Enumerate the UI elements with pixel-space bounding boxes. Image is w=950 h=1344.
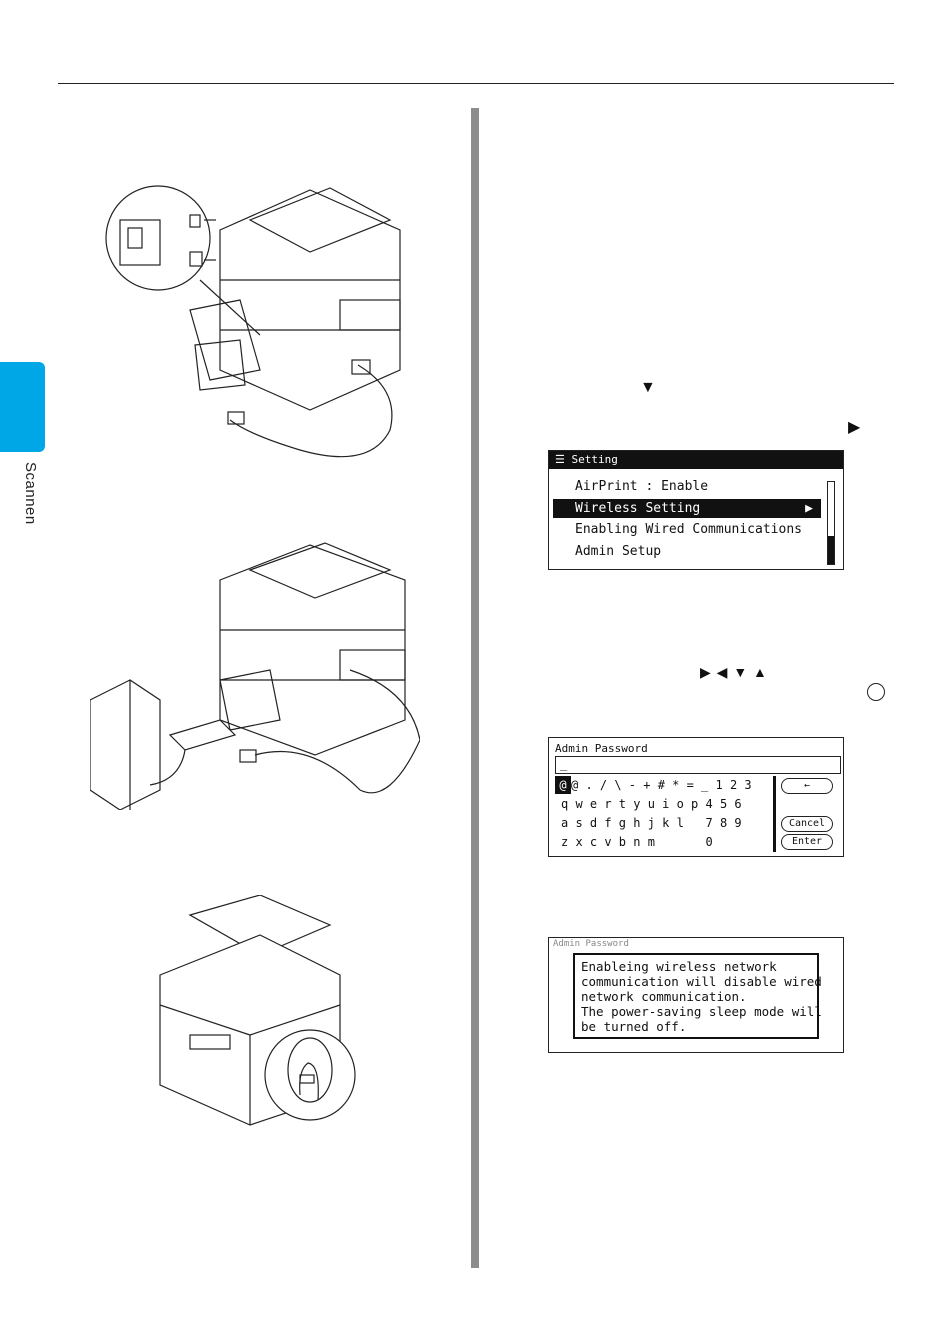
right-arrow-icon: ▶ (848, 419, 861, 436)
menu-icon: ☰ (555, 453, 572, 466)
setting-screen: ☰ Setting AirPrint : Enable Wireless Set… (548, 450, 844, 570)
screen-title: Admin Password (555, 742, 648, 755)
direction-arrows-icon: ▶ ◀ ▼ ▲ (700, 664, 767, 680)
circle-icon (867, 683, 885, 701)
menu-item-admin-setup[interactable]: Admin Setup (575, 544, 662, 559)
chapter-tab (0, 362, 45, 452)
down-arrow-icon: ▼ (640, 379, 656, 396)
keyboard-row-4[interactable]: z x c v b n m 0 (561, 835, 742, 849)
header-rule (58, 83, 894, 84)
printer-hub-pc-illustration (90, 542, 420, 810)
menu-item-wired-communications[interactable]: Enabling Wired Communications (575, 522, 802, 537)
enter-button[interactable]: Enter (781, 834, 833, 850)
password-field[interactable]: _ (555, 756, 841, 774)
column-divider (471, 108, 479, 1268)
keyboard-row-1[interactable]: @@ . / \ - + # * = _ 1 2 3 (555, 776, 752, 794)
printer-power-switch-illustration (159, 895, 356, 1126)
scrollbar[interactable] (827, 481, 835, 565)
keyboard-row-2[interactable]: q w e r t y u i o p 4 5 6 (561, 797, 742, 811)
keyboard-separator (773, 776, 776, 852)
screen-title: Admin Password (553, 939, 629, 949)
keyboard-row-3[interactable]: a s d f g h j k l 7 8 9 (561, 816, 742, 830)
menu-item-airprint[interactable]: AirPrint : Enable (575, 479, 709, 494)
admin-password-screen: Admin Password _ @@ . / \ - + # * = _ 1 … (548, 737, 844, 857)
wireless-warning-screen: Admin Password Enableing wireless networ… (548, 937, 844, 1053)
printer-lan-connection-illustration (105, 185, 401, 458)
screen-title: ☰ Setting (549, 451, 843, 469)
menu-item-wireless-setting[interactable]: Wireless Setting ▶ (553, 499, 821, 518)
right-arrow-icon: ▶ (805, 501, 813, 516)
chapter-label: Scannen (22, 462, 39, 525)
cancel-button[interactable]: Cancel (781, 816, 833, 832)
backspace-button[interactable]: ← (781, 778, 833, 794)
warning-message: Enableing wireless network communication… (573, 953, 822, 1039)
